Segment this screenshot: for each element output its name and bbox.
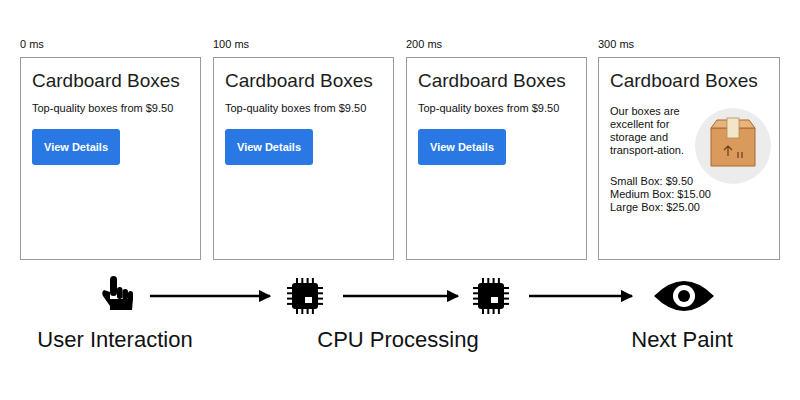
time-label: 200 ms xyxy=(406,38,442,51)
button-label: View Details xyxy=(237,141,301,153)
time-label: 300 ms xyxy=(598,38,634,51)
cpu-icon xyxy=(292,283,318,309)
hand-icon xyxy=(102,276,133,310)
page-panel: Cardboard BoxesTop-quality boxes from $9… xyxy=(213,57,394,260)
page-panel: Cardboard BoxesTop-quality boxes from $9… xyxy=(406,57,587,260)
panel-text: Top-quality boxes from $9.50 xyxy=(418,102,575,115)
view-button: View Details xyxy=(225,129,313,165)
button-label: View Details xyxy=(430,141,494,153)
step-label: Next Paint xyxy=(552,327,800,353)
page-panel: Cardboard BoxesOur boxes are excellent f… xyxy=(598,57,780,260)
cpu-icon xyxy=(478,283,504,309)
step-label: User Interaction xyxy=(0,327,245,353)
view-button: View Details xyxy=(418,129,506,165)
cpu-pins xyxy=(287,278,509,314)
panel-heading: Cardboard Boxes xyxy=(225,70,382,92)
flow-arrow xyxy=(150,295,632,298)
button-label: View Details xyxy=(44,141,108,153)
eye-icon xyxy=(654,281,714,311)
panel-heading: Cardboard Boxes xyxy=(32,70,189,92)
panel-text: Small Box: $9.50 xyxy=(610,175,768,188)
page-panel: Cardboard BoxesTop-quality boxes from $9… xyxy=(20,57,201,260)
step-label: CPU Processing xyxy=(268,327,528,353)
panel-text: Top-quality boxes from $9.50 xyxy=(225,102,382,115)
view-button: View Details xyxy=(32,129,120,165)
panel-text: Our boxes are excellent for storage and … xyxy=(610,105,684,157)
time-label: 0 ms xyxy=(20,38,44,51)
panel-heading: Cardboard Boxes xyxy=(418,70,575,92)
time-label: 100 ms xyxy=(213,38,249,51)
panel-text: Medium Box: $15.00 xyxy=(610,188,768,201)
panel-heading: Cardboard Boxes xyxy=(610,70,768,92)
panel-text: Large Box: $25.00 xyxy=(610,201,768,214)
panel-text: Top-quality boxes from $9.50 xyxy=(32,102,189,115)
box-picture xyxy=(695,108,771,184)
